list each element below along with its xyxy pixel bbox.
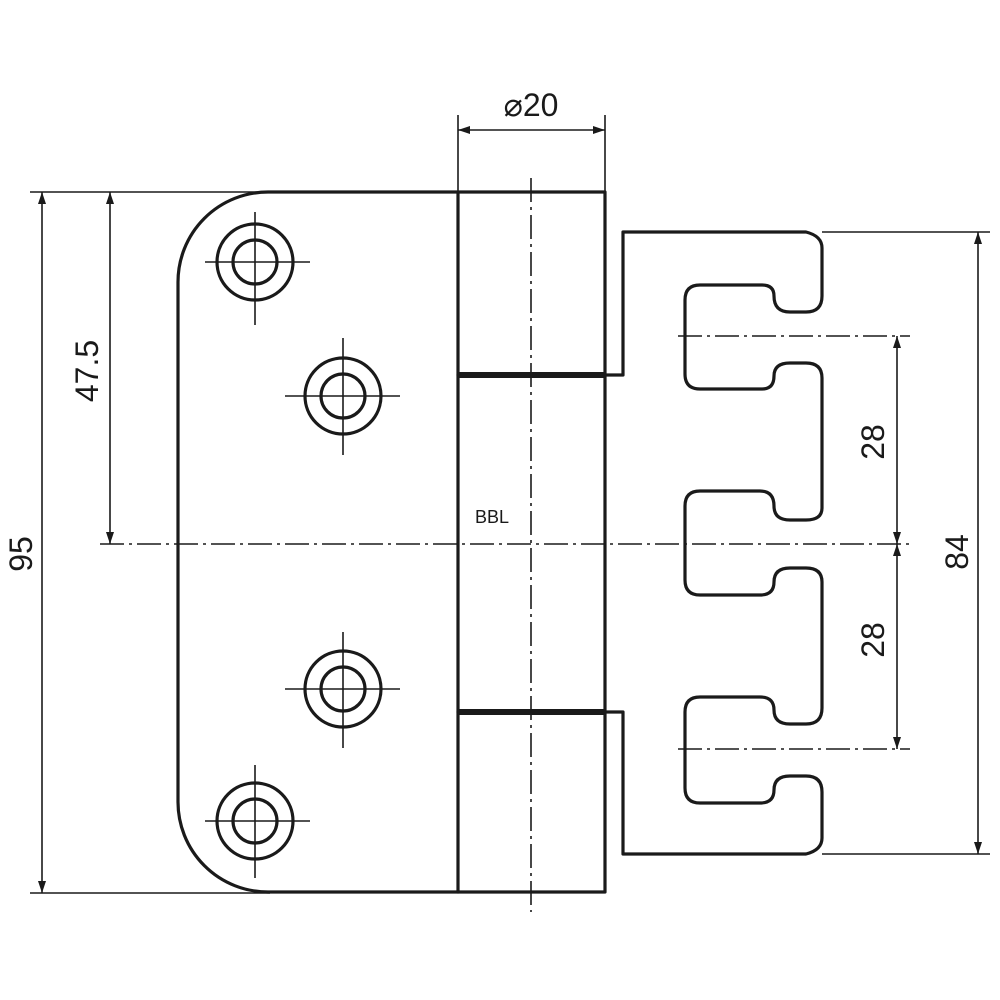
frame-part-outline — [603, 230, 824, 856]
dim-text-pin-diameter: ⌀20 — [504, 87, 559, 123]
screw-hole-bottom-left — [205, 765, 310, 878]
dim-text-pitch-upper: 28 — [855, 424, 891, 460]
door-leaf-plate — [176, 190, 460, 894]
dim-text-overall-height: 95 — [3, 536, 39, 572]
dim-text-frame-height: 84 — [939, 534, 975, 570]
screw-hole-lower-inner — [285, 632, 400, 748]
dim-text-pitch-lower: 28 — [855, 622, 891, 658]
screw-hole-top-left — [205, 212, 310, 325]
extension-lines — [30, 115, 990, 894]
screw-hole-upper-inner — [285, 338, 400, 455]
centerline-label: BBL — [475, 507, 509, 527]
dim-text-half-height: 47.5 — [69, 340, 105, 402]
